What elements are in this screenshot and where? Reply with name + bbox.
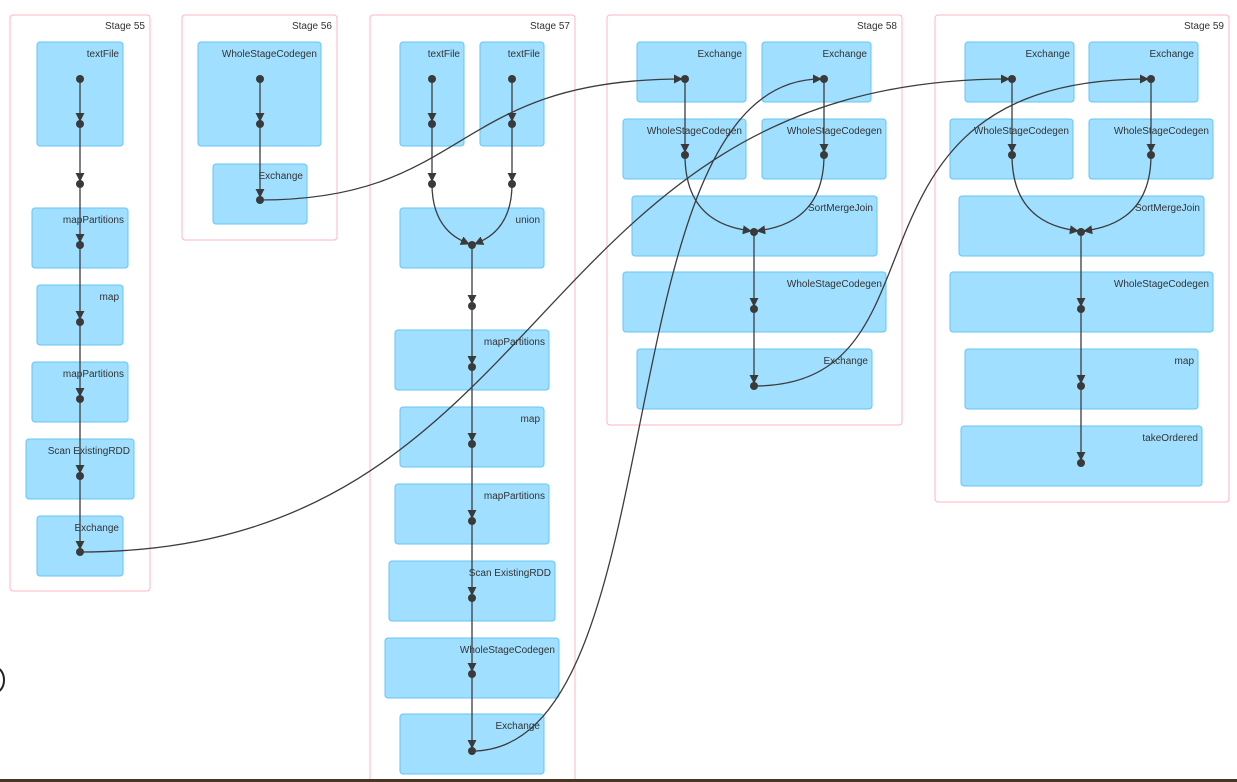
operation-node[interactable]: Exchange	[761, 41, 872, 103]
operation-node[interactable]: Exchange	[964, 41, 1075, 103]
rdd-node-dot[interactable]	[76, 75, 84, 83]
stage-label: Stage 55	[105, 21, 145, 32]
rdd-node-dot[interactable]	[1147, 75, 1155, 83]
node-label: map	[521, 414, 541, 425]
node-label: Scan ExistingRDD	[48, 446, 130, 457]
edge	[79, 74, 1010, 553]
rdd-node-dot[interactable]	[428, 180, 436, 188]
rdd-node-dot[interactable]	[468, 241, 476, 249]
edge	[259, 74, 683, 201]
bottom-bar	[0, 779, 1237, 782]
node-label: WholeStageCodegen	[647, 126, 742, 137]
rdd-node-dot[interactable]	[820, 75, 828, 83]
rdd-node-dot[interactable]	[76, 472, 84, 480]
node-label: Exchange	[259, 171, 304, 182]
rdd-node-dot[interactable]	[76, 318, 84, 326]
rdd-node-dot[interactable]	[1077, 382, 1085, 390]
node-label: Scan ExistingRDD	[469, 568, 551, 579]
node-box	[636, 41, 747, 103]
node-box	[761, 41, 872, 103]
edge	[1011, 154, 1079, 235]
rdd-node-dot[interactable]	[820, 151, 828, 159]
rdd-node-dot[interactable]	[468, 302, 476, 310]
node-label: map	[100, 292, 120, 303]
rdd-node-dot[interactable]	[76, 395, 84, 403]
operation-node[interactable]: Exchange	[1088, 41, 1199, 103]
node-label: Exchange	[75, 523, 120, 534]
rdd-node-dot[interactable]	[681, 151, 689, 159]
rdd-node-dot[interactable]	[508, 120, 516, 128]
rdd-node-dot[interactable]	[468, 363, 476, 371]
operation-node[interactable]: Exchange	[636, 41, 747, 103]
node-label: mapPartitions	[484, 491, 545, 502]
node-label: mapPartitions	[63, 369, 124, 380]
rdd-node-dot[interactable]	[1008, 75, 1016, 83]
node-label: Exchange	[824, 356, 869, 367]
rdd-node-dot[interactable]	[256, 120, 264, 128]
rdd-node-dot[interactable]	[468, 440, 476, 448]
node-label: SortMergeJoin	[1135, 203, 1200, 214]
node-label: WholeStageCodegen	[222, 49, 317, 60]
rdd-node-dot[interactable]	[1077, 459, 1085, 467]
rdd-node-dot[interactable]	[750, 382, 758, 390]
node-label: Exchange	[1026, 49, 1071, 60]
rdd-node-dot[interactable]	[1077, 305, 1085, 313]
rdd-node-dot[interactable]	[256, 75, 264, 83]
node-label: SortMergeJoin	[808, 203, 873, 214]
rdd-node-dot[interactable]	[468, 517, 476, 525]
edge	[474, 183, 513, 245]
node-box	[1088, 41, 1199, 103]
node-label: WholeStageCodegen	[460, 645, 555, 656]
rdd-node-dot[interactable]	[76, 241, 84, 249]
node-label: WholeStageCodegen	[1114, 126, 1209, 137]
rdd-node-dot[interactable]	[508, 75, 516, 83]
node-label: textFile	[87, 49, 120, 60]
node-label: WholeStageCodegen	[974, 126, 1069, 137]
node-label: WholeStageCodegen	[787, 126, 882, 137]
rdd-node-dot[interactable]	[750, 228, 758, 236]
rdd-node-dot[interactable]	[750, 305, 758, 313]
stage-label: Stage 59	[1184, 21, 1224, 32]
rdd-node-dot[interactable]	[256, 196, 264, 204]
node-label: map	[1175, 356, 1195, 367]
rdd-node-dot[interactable]	[468, 670, 476, 678]
node-label: WholeStageCodegen	[1114, 279, 1209, 290]
edge	[753, 74, 1149, 387]
rdd-node-dot[interactable]	[1147, 151, 1155, 159]
node-label: Exchange	[1150, 49, 1195, 60]
rdd-node-dot[interactable]	[76, 120, 84, 128]
edge	[1083, 154, 1152, 235]
stage-cluster[interactable]: Stage 59 Exchange ExchangeWholeStageCodege…	[934, 14, 1230, 503]
stage-label: Stage 58	[857, 21, 897, 32]
rdd-node-dot[interactable]	[508, 180, 516, 188]
node-label: Exchange	[698, 49, 743, 60]
node-label: textFile	[428, 49, 461, 60]
node-label: Exchange	[823, 49, 868, 60]
node-label: takeOrdered	[1142, 433, 1198, 444]
rdd-node-dot[interactable]	[428, 75, 436, 83]
edge	[431, 183, 470, 245]
node-label: WholeStageCodegen	[787, 279, 882, 290]
rdd-node-dot[interactable]	[681, 75, 689, 83]
partial-circle-icon	[0, 668, 5, 692]
stage-label: Stage 57	[530, 21, 570, 32]
rdd-node-dot[interactable]	[468, 747, 476, 755]
edge	[471, 74, 822, 752]
edge	[756, 154, 825, 235]
rdd-node-dot[interactable]	[1008, 151, 1016, 159]
node-label: union	[516, 215, 540, 226]
stage-label: Stage 56	[292, 21, 332, 32]
node-label: Exchange	[496, 721, 541, 732]
node-label: mapPartitions	[63, 215, 124, 226]
node-label: mapPartitions	[484, 337, 545, 348]
rdd-node-dot[interactable]	[76, 180, 84, 188]
edge	[684, 154, 752, 235]
rdd-node-dot[interactable]	[428, 120, 436, 128]
rdd-node-dot[interactable]	[1077, 228, 1085, 236]
node-label: textFile	[508, 49, 541, 60]
rdd-node-dot[interactable]	[76, 548, 84, 556]
rdd-node-dot[interactable]	[468, 594, 476, 602]
